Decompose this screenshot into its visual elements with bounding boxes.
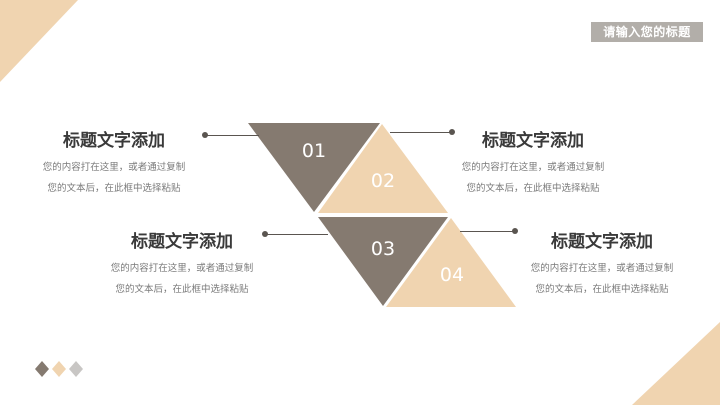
bottom-right-corner-triangle: [632, 322, 720, 405]
top-left-corner-triangle: [0, 0, 78, 82]
diamond-dark-icon: [35, 361, 49, 377]
step-02-block: 标题文字添加 您的内容打在这里，或者通过复制 您的文本后，在此框中选择粘贴: [453, 126, 613, 199]
step-01-heading: 标题文字添加: [63, 131, 165, 151]
triangle-01: [248, 123, 380, 212]
connector-line-01: [205, 135, 259, 136]
diamond-light-icon: [52, 361, 66, 377]
step-03-block: 标题文字添加 您的内容打在这里，或者通过复制 您的文本后，在此框中选择粘贴: [102, 227, 262, 300]
step-01-block: 标题文字添加 您的内容打在这里，或者通过复制 您的文本后，在此框中选择粘贴: [34, 126, 194, 199]
step-03-desc-line1: 您的内容打在这里，或者通过复制: [110, 263, 254, 274]
connector-line-03: [265, 234, 328, 235]
title-badge: 请输入您的标题: [591, 22, 703, 42]
step-04-desc-line2: 您的文本后，在此框中选择粘贴: [535, 284, 669, 295]
step-02-desc-line2: 您的文本后，在此框中选择粘贴: [466, 183, 600, 194]
step-number-03: 03: [370, 238, 396, 260]
connector-dot-02: [449, 129, 455, 135]
triangle-02: [318, 124, 448, 213]
connector-dot-04: [512, 228, 518, 234]
step-04-block: 标题文字添加 您的内容打在这里，或者通过复制 您的文本后，在此框中选择粘贴: [522, 227, 682, 300]
step-03-heading: 标题文字添加: [131, 232, 233, 252]
step-02-heading: 标题文字添加: [482, 131, 584, 151]
step-01-desc-line2: 您的文本后，在此框中选择粘贴: [47, 183, 181, 194]
connector-line-04: [460, 231, 515, 232]
connector-line-02: [390, 132, 452, 133]
diamond-gray-icon: [69, 361, 83, 377]
triangle-03: [318, 217, 448, 306]
step-number-01: 01: [301, 140, 327, 162]
step-03-desc-line2: 您的文本后，在此框中选择粘贴: [115, 284, 249, 295]
step-01-desc-line1: 您的内容打在这里，或者通过复制: [42, 162, 186, 173]
step-02-desc-line1: 您的内容打在这里，或者通过复制: [461, 162, 605, 173]
step-04-heading: 标题文字添加: [551, 232, 653, 252]
step-04-desc-line1: 您的内容打在这里，或者通过复制: [530, 263, 674, 274]
step-number-04: 04: [439, 264, 465, 286]
triangle-04: [386, 218, 516, 307]
step-number-02: 02: [370, 170, 396, 192]
